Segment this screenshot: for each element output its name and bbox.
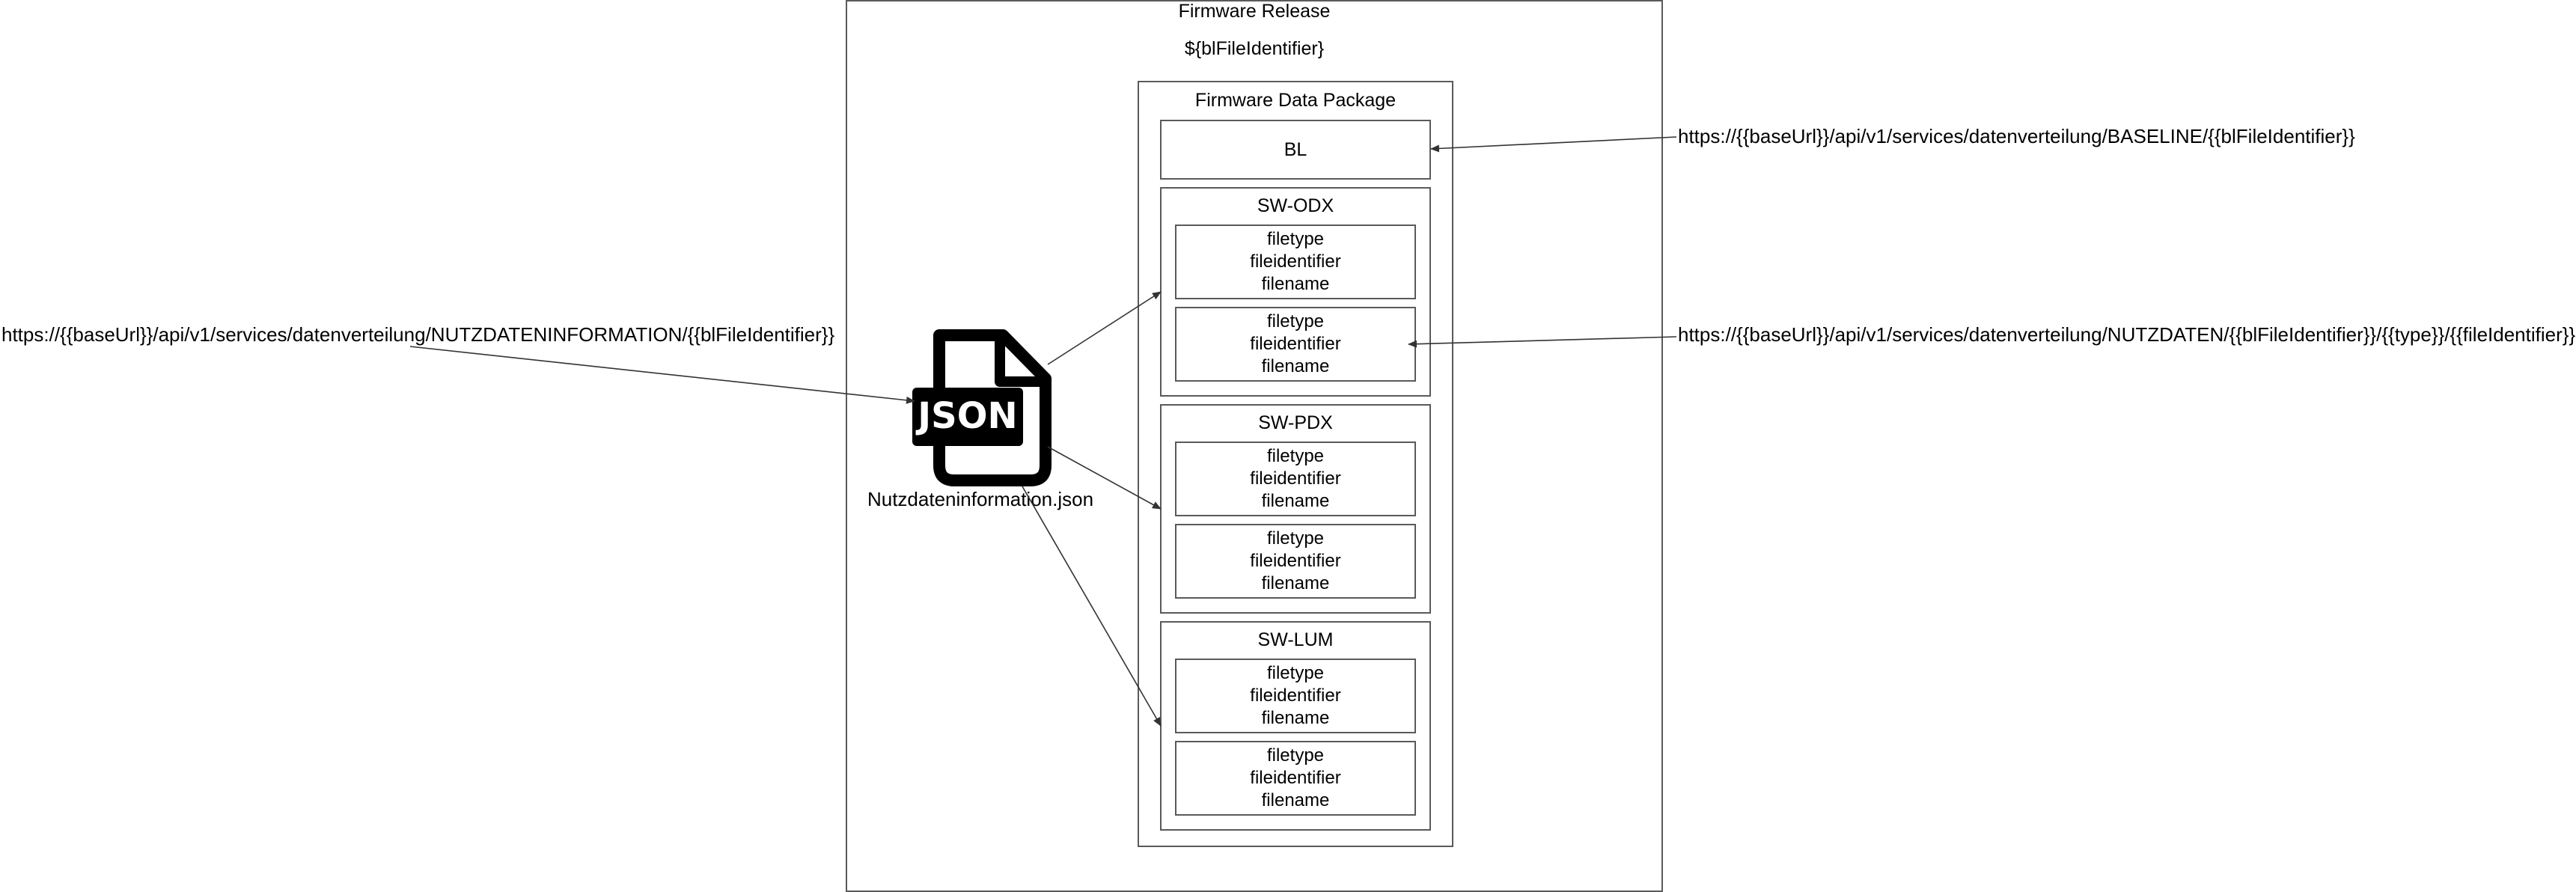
url-baseline: https://{{baseUrl}}/api/v1/services/date… <box>1678 125 2355 147</box>
arrow-json-to-sw-pdx <box>1047 446 1162 510</box>
file-entry: filetype fileidentifier filename <box>1175 659 1416 733</box>
file-type: filetype <box>1266 446 1325 466</box>
file-name: filename <box>1261 573 1330 593</box>
json-file-name: Nutzdateninformation.json <box>867 488 1094 510</box>
file-identifier: fileidentifier <box>1250 685 1341 706</box>
file-identifier: fileidentifier <box>1250 768 1341 788</box>
baseline-box: BL <box>1160 120 1431 180</box>
file-type: filetype <box>1266 663 1325 683</box>
json-file-icon: JSON <box>912 329 1052 486</box>
file-name: filename <box>1261 790 1330 810</box>
file-entry: filetype fileidentifier filename <box>1175 442 1416 516</box>
firmware-release-title: Firmware Release <box>1178 1 1331 22</box>
file-entry: filetype fileidentifier filename <box>1175 741 1416 816</box>
file-identifier: fileidentifier <box>1250 468 1341 489</box>
file-name: filename <box>1261 491 1330 511</box>
firmware-release-identifier: ${blFileIdentifier} <box>1184 38 1325 59</box>
json-file-icon-fold <box>995 335 1046 387</box>
file-name: filename <box>1261 356 1330 376</box>
group-sw-lum-title: SW-LUM <box>1257 629 1334 650</box>
group-sw-odx-title: SW-ODX <box>1257 195 1334 216</box>
file-name: filename <box>1261 274 1330 294</box>
url-nutzdateninformation: https://{{baseUrl}}/api/v1/services/date… <box>1 323 835 346</box>
file-identifier: fileidentifier <box>1250 551 1341 571</box>
json-file-icon-band <box>912 388 1023 446</box>
arrow-json-to-sw-odx <box>1047 291 1162 365</box>
file-identifier: fileidentifier <box>1250 334 1341 354</box>
arrow-baseline-url-to-bl <box>1430 136 1677 153</box>
group-sw-pdx-title: SW-PDX <box>1258 412 1333 433</box>
file-entry: filetype fileidentifier filename <box>1175 224 1416 299</box>
baseline-label: BL <box>1284 138 1307 160</box>
file-type: filetype <box>1266 745 1325 766</box>
arrow-url-to-json <box>409 346 915 404</box>
arrow-nutzdaten-url-to-file <box>1408 336 1677 348</box>
file-name: filename <box>1261 708 1330 728</box>
file-identifier: fileidentifier <box>1250 251 1341 272</box>
file-type: filetype <box>1266 229 1325 249</box>
arrow-json-to-sw-lum <box>1022 486 1162 727</box>
url-nutzdaten: https://{{baseUrl}}/api/v1/services/date… <box>1678 323 2576 346</box>
json-file-icon-outline <box>933 329 1052 486</box>
firmware-data-package-title: Firmware Data Package <box>1194 90 1397 111</box>
file-entry: filetype fileidentifier filename <box>1175 524 1416 599</box>
json-file-icon-text: JSON <box>915 395 1017 437</box>
file-type: filetype <box>1266 528 1325 549</box>
file-entry: filetype fileidentifier filename <box>1175 307 1416 382</box>
file-type: filetype <box>1266 311 1325 332</box>
